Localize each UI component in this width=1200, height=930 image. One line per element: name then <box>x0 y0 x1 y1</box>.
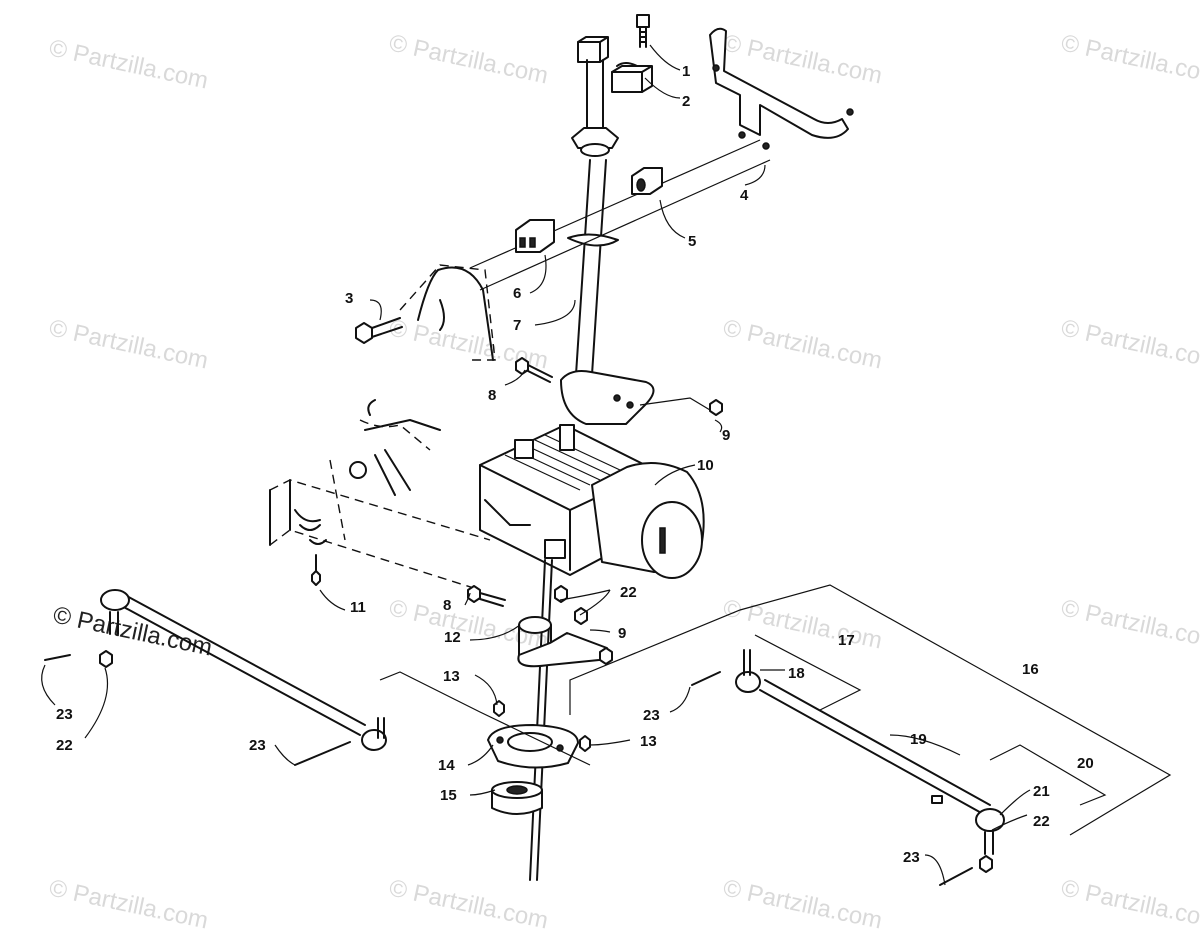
callout-7: 7 <box>513 317 521 334</box>
right-tie-rod <box>691 649 1005 886</box>
callout-13-right: 13 <box>640 733 657 750</box>
callout-14: 14 <box>438 757 455 774</box>
callout-13-left: 13 <box>443 668 460 685</box>
callout-23-center: 23 <box>643 707 660 724</box>
callout-11: 11 <box>350 599 366 616</box>
callout-17: 17 <box>838 632 855 649</box>
bearing-plate <box>487 700 591 769</box>
assembly-bracket-left <box>379 671 591 766</box>
bolt-1 <box>636 14 650 48</box>
callout-21: 21 <box>1033 783 1050 800</box>
assembly-bracket-16 <box>569 584 1172 836</box>
nut-9-upper <box>709 399 723 416</box>
power-steering-unit <box>479 424 705 579</box>
bolt-8-lower <box>467 585 506 607</box>
callout-19: 19 <box>910 731 927 748</box>
pivot-line <box>469 139 761 269</box>
watermark-dark: © Partzilla.com <box>51 601 215 661</box>
callout-22-center: 22 <box>620 584 637 601</box>
callout-10: 10 <box>697 457 714 474</box>
callout-8-lower: 8 <box>443 597 451 614</box>
watermark: © Partzilla.com <box>721 29 885 89</box>
bolt-3 <box>355 317 403 344</box>
callout-16: 16 <box>1022 661 1039 678</box>
bushing-6 <box>515 219 555 253</box>
upper-clamp <box>577 36 653 93</box>
lower-shaft <box>529 559 553 881</box>
watermark: © Partzilla.com <box>1059 874 1200 930</box>
callout-22-right: 22 <box>1033 813 1050 830</box>
shield-plate <box>399 264 496 361</box>
bracket-4 <box>709 27 854 139</box>
bushing-5 <box>631 167 663 195</box>
watermark: © Partzilla.com <box>1059 29 1200 89</box>
frame-section <box>269 399 491 591</box>
left-tie-rod <box>44 589 387 766</box>
watermark: © Partzilla.com <box>721 594 885 654</box>
callout-18: 18 <box>788 665 805 682</box>
watermark: © Partzilla.com <box>47 34 211 94</box>
callout-23-far-left: 23 <box>56 706 73 723</box>
callout-1: 1 <box>682 63 690 80</box>
leader-lines <box>41 44 1031 886</box>
watermark: © Partzilla.com <box>387 29 551 89</box>
callout-12: 12 <box>444 629 461 646</box>
callout-22-left: 22 <box>56 737 73 754</box>
bearing <box>491 781 543 815</box>
watermark: © Partzilla.com <box>721 874 885 930</box>
watermark: © Partzilla.com <box>721 314 885 374</box>
callout-6: 6 <box>513 285 521 302</box>
callout-23-left: 23 <box>249 737 266 754</box>
watermark: © Partzilla.com <box>47 874 211 930</box>
watermark: © Partzilla.com <box>387 874 551 930</box>
callout-8-upper: 8 <box>488 387 496 404</box>
pitman-arm <box>517 585 613 668</box>
watermark: © Partzilla.com <box>47 314 211 374</box>
callout-9-lower: 9 <box>618 625 626 642</box>
callout-5: 5 <box>688 233 696 250</box>
callout-4: 4 <box>740 187 749 204</box>
callout-3: 3 <box>345 290 353 307</box>
callout-23-right: 23 <box>903 849 920 866</box>
callout-2: 2 <box>682 93 690 110</box>
steering-post <box>560 59 655 425</box>
callout-labels: 1 2 3 4 5 6 7 8 9 10 11 8 12 22 9 13 13 … <box>56 63 1094 866</box>
callout-15: 15 <box>440 787 457 804</box>
watermark: © Partzilla.com <box>1059 314 1200 374</box>
callout-9-upper: 9 <box>722 427 730 444</box>
watermark: © Partzilla.com <box>1059 594 1200 654</box>
assembly-bracket-17 <box>754 634 862 711</box>
callout-20: 20 <box>1077 755 1094 772</box>
assembly-bracket-20 <box>989 744 1107 806</box>
